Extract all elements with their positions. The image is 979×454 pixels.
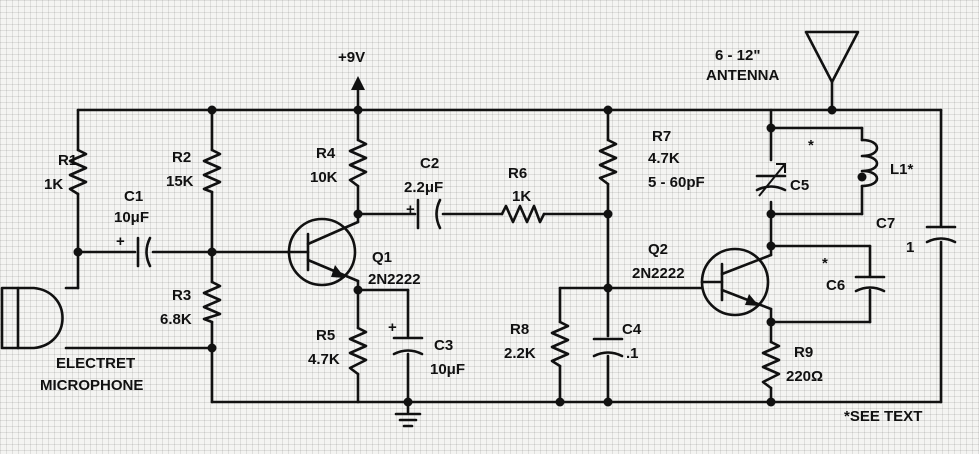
c2-ref: C2: [420, 155, 439, 172]
r1-ref: R1: [58, 152, 77, 169]
r2-ref: R2: [172, 149, 191, 166]
r1-value: 1K: [44, 176, 63, 193]
resistor-R3: [202, 280, 222, 324]
transistor-Q1: [286, 217, 360, 287]
r6-value: 1K: [512, 188, 531, 205]
c5-asterisk: *: [808, 137, 814, 154]
c3-ref: C3: [434, 337, 453, 354]
r8-value: 2.2K: [504, 345, 536, 362]
capacitor-C6: [854, 275, 886, 293]
c7-ref: C7: [876, 215, 895, 232]
transistor-Q2: [700, 247, 773, 317]
supply-arrow: [351, 76, 365, 90]
c1-value: 10μF: [114, 209, 149, 226]
resistor-R6: [500, 204, 546, 224]
c2-plus: +: [406, 201, 415, 218]
microphone-label-line2: MICROPHONE: [40, 377, 143, 394]
resistor-R1: [68, 148, 88, 196]
q1-ref: Q1: [372, 249, 392, 266]
resistor-R7: [598, 138, 618, 186]
capacitor-C2: [416, 198, 442, 230]
r9-value: 220Ω: [786, 368, 823, 385]
capacitor-C7: [925, 225, 957, 244]
c5-ref: C5: [790, 177, 809, 194]
r3-ref: R3: [172, 287, 191, 304]
resistor-R5: [348, 326, 368, 376]
r3-value: 6.8K: [160, 311, 192, 328]
r5-value: 4.7K: [308, 351, 340, 368]
resistor-R2: [202, 148, 222, 194]
supply-label: +9V: [338, 49, 365, 66]
c5-value: 5 - 60pF: [648, 174, 705, 191]
r8-ref: R8: [510, 321, 529, 338]
microphone-icon: [0, 286, 64, 350]
r2-value: 15K: [166, 173, 194, 190]
resistor-R8: [550, 320, 570, 368]
c4-ref: C4: [622, 321, 642, 338]
ground-symbol: [394, 412, 422, 428]
antenna-icon: [804, 30, 860, 84]
c7-value: 1: [906, 239, 914, 256]
c3-value: 10μF: [430, 361, 465, 378]
microphone-label-line1: ELECTRET: [56, 355, 135, 372]
r7-value: 4.7K: [648, 150, 680, 167]
inductor-L1: [860, 138, 879, 188]
labels: +9V 6 - 12" ANTENNA R1 1K R2 15K C1 10μF…: [40, 47, 922, 425]
l1-ref: L1*: [890, 161, 914, 178]
r4-ref: R4: [316, 145, 336, 162]
c1-plus: +: [116, 233, 125, 250]
c4-value: .1: [626, 345, 639, 362]
r5-ref: R5: [316, 327, 335, 344]
capacitor-C3: [392, 336, 424, 356]
q2-part: 2N2222: [632, 265, 685, 282]
c2-value: 2.2μF: [404, 179, 443, 196]
capacitor-C5-variable: [755, 163, 787, 197]
c6-asterisk: *: [822, 255, 828, 272]
resistor-R4: [348, 138, 368, 188]
capacitor-C1: [136, 236, 152, 268]
c3-plus: +: [388, 319, 397, 336]
junctions: [73, 105, 867, 407]
see-text-note: *SEE TEXT: [844, 408, 922, 425]
q1-part: 2N2222: [368, 271, 421, 288]
r6-ref: R6: [508, 165, 527, 182]
q2-ref: Q2: [648, 241, 668, 258]
wires: [64, 80, 943, 414]
c6-ref: C6: [826, 277, 845, 294]
c1-ref: C1: [124, 188, 143, 205]
capacitor-C4: [592, 337, 624, 358]
r4-value: 10K: [310, 169, 338, 186]
antenna-name-label: ANTENNA: [706, 67, 779, 84]
antenna-length-label: 6 - 12": [715, 47, 760, 64]
resistor-R9: [761, 340, 781, 390]
r7-ref: R7: [652, 128, 671, 145]
r9-ref: R9: [794, 344, 813, 361]
